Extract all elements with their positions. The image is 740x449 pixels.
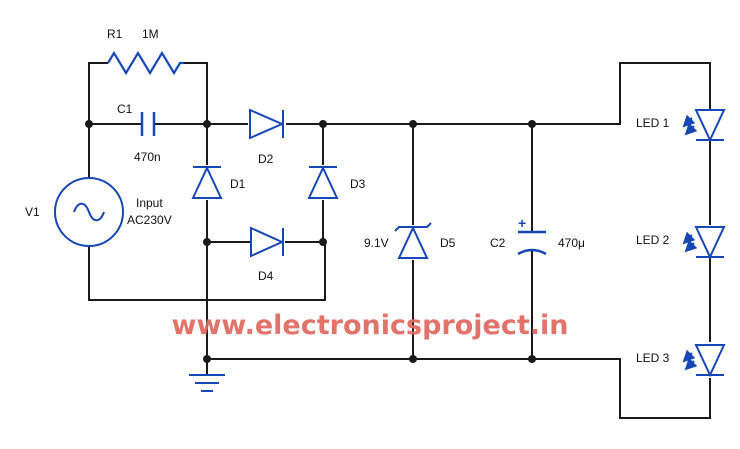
junction-dot bbox=[319, 238, 327, 246]
led-3-symbol bbox=[682, 344, 726, 378]
led-2-symbol bbox=[682, 226, 726, 260]
led-2-label: LED 2 bbox=[636, 233, 670, 247]
d4-label: D4 bbox=[258, 269, 274, 283]
junction-dots bbox=[85, 120, 536, 363]
junction-dot bbox=[409, 355, 417, 363]
junction-dot bbox=[528, 355, 536, 363]
junction-dot bbox=[85, 120, 93, 128]
c2-label: C2 bbox=[490, 236, 506, 250]
led-1-label: LED 1 bbox=[636, 116, 670, 130]
junction-dot bbox=[528, 120, 536, 128]
zener-diode-d5-symbol bbox=[394, 222, 432, 259]
ground-symbol bbox=[189, 374, 225, 392]
v1-label: V1 bbox=[25, 205, 40, 219]
junction-dot bbox=[203, 238, 211, 246]
c2-polarity-label: + bbox=[518, 215, 526, 231]
led-3-label: LED 3 bbox=[636, 351, 670, 365]
junction-dot bbox=[409, 120, 417, 128]
diode-d1-symbol bbox=[191, 165, 223, 199]
d5-value-label: 9.1V bbox=[364, 236, 389, 250]
junction-dot bbox=[319, 120, 327, 128]
junction-dot bbox=[203, 355, 211, 363]
d2-label: D2 bbox=[258, 152, 274, 166]
r1-value-label: 1M bbox=[142, 27, 159, 41]
resistor-r1-symbol bbox=[107, 50, 184, 76]
input-label: Input bbox=[136, 196, 163, 210]
led-1-symbol bbox=[682, 109, 726, 143]
capacitor-c1-symbol bbox=[140, 112, 156, 136]
c1-label: C1 bbox=[117, 102, 133, 116]
capacitor-c2-symbol bbox=[517, 230, 547, 256]
diode-d3-symbol bbox=[307, 165, 339, 199]
d3-label: D3 bbox=[350, 177, 366, 191]
d5-label: D5 bbox=[440, 236, 456, 250]
c1-value-label: 470n bbox=[134, 150, 161, 164]
wires bbox=[88, 62, 711, 419]
ac-source-v1-symbol bbox=[54, 177, 124, 247]
diode-d2-symbol bbox=[249, 108, 285, 140]
d1-label: D1 bbox=[230, 177, 246, 191]
junction-dot bbox=[203, 120, 211, 128]
c2-value-label: 470μ bbox=[558, 236, 585, 250]
watermark-text: www.electronicsproject.in bbox=[172, 310, 569, 341]
input-voltage-label: AC230V bbox=[127, 213, 172, 227]
diode-d4-symbol bbox=[250, 226, 285, 258]
r1-label: R1 bbox=[107, 27, 123, 41]
